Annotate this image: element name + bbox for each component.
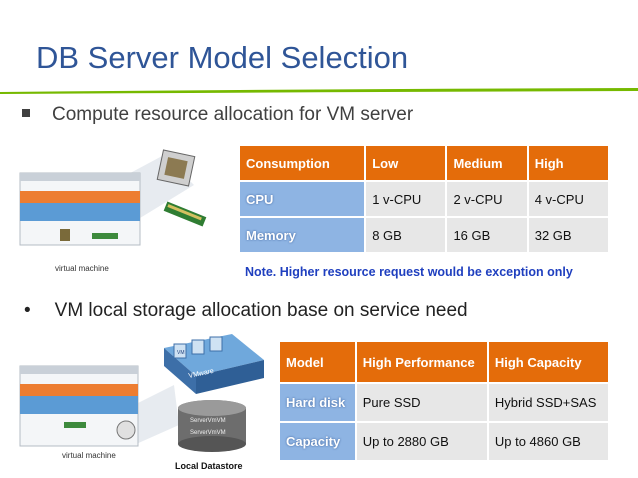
table-cell: 8 GB bbox=[366, 218, 446, 252]
round-bullet-icon: • bbox=[24, 300, 31, 321]
vm-caption-bottom: virtual machine bbox=[62, 451, 116, 460]
header-high-capacity: High Capacity bbox=[488, 342, 608, 382]
exception-note: Note. Higher resource request would be e… bbox=[245, 265, 573, 279]
bullet-storage-text: VM local storage allocation base on serv… bbox=[54, 300, 468, 321]
datastore-caption: Local Datastore bbox=[175, 461, 243, 471]
title-underline-swoosh bbox=[0, 88, 638, 94]
vm-datastore-illustration: VM VMware ServerVmVM ServerVmVM bbox=[19, 334, 264, 452]
square-bullet-icon bbox=[22, 109, 30, 117]
server-label-2: ServerVmVM bbox=[190, 430, 226, 436]
header-low: Low bbox=[366, 146, 446, 180]
vm-caption-top: virtual machine bbox=[55, 264, 109, 273]
row-label-capacity: Capacity bbox=[280, 423, 355, 460]
storage-allocation-table: Model High Performance High Capacity Har… bbox=[278, 340, 610, 462]
table-cell: 16 GB bbox=[447, 218, 527, 252]
table-row: CPU 1 v-CPU 2 v-CPU 4 v-CPU bbox=[240, 182, 608, 216]
slide-title: DB Server Model Selection bbox=[36, 40, 409, 75]
table-cell: 32 GB bbox=[528, 218, 608, 252]
table-cell: 1 v-CPU bbox=[366, 182, 446, 216]
vm-box-label: VM bbox=[177, 350, 185, 356]
vm-cpu-memory-illustration bbox=[19, 149, 207, 246]
row-label-hard-disk: Hard disk bbox=[280, 384, 355, 421]
header-high: High bbox=[528, 146, 608, 180]
table-cell: Up to 2880 GB bbox=[356, 423, 487, 460]
table-cell: Up to 4860 GB bbox=[488, 423, 608, 460]
table-header-row: Consumption Low Medium High bbox=[240, 146, 608, 180]
table-cell: Hybrid SSD+SAS bbox=[488, 384, 608, 421]
table-row: Memory 8 GB 16 GB 32 GB bbox=[240, 218, 608, 252]
row-label-memory: Memory bbox=[240, 218, 365, 252]
header-model: Model bbox=[280, 342, 355, 382]
table-row: Capacity Up to 2880 GB Up to 4860 GB bbox=[280, 423, 608, 460]
bullet-storage: • VM local storage allocation base on ser… bbox=[24, 300, 468, 322]
table-cell: 2 v-CPU bbox=[447, 182, 527, 216]
bullet-compute: Compute resource allocation for VM serve… bbox=[22, 104, 413, 126]
bullet-compute-text: Compute resource allocation for VM serve… bbox=[52, 104, 414, 125]
table-cell: 4 v-CPU bbox=[528, 182, 608, 216]
server-label-1: ServerVmVM bbox=[190, 418, 226, 424]
compute-allocation-table: Consumption Low Medium High CPU 1 v-CPU … bbox=[238, 144, 610, 254]
table-header-row: Model High Performance High Capacity bbox=[280, 342, 608, 382]
header-high-performance: High Performance bbox=[356, 342, 487, 382]
header-consumption: Consumption bbox=[240, 146, 365, 180]
table-row: Hard disk Pure SSD Hybrid SSD+SAS bbox=[280, 384, 608, 421]
row-label-cpu: CPU bbox=[240, 182, 365, 216]
table-cell: Pure SSD bbox=[356, 384, 487, 421]
header-medium: Medium bbox=[447, 146, 527, 180]
